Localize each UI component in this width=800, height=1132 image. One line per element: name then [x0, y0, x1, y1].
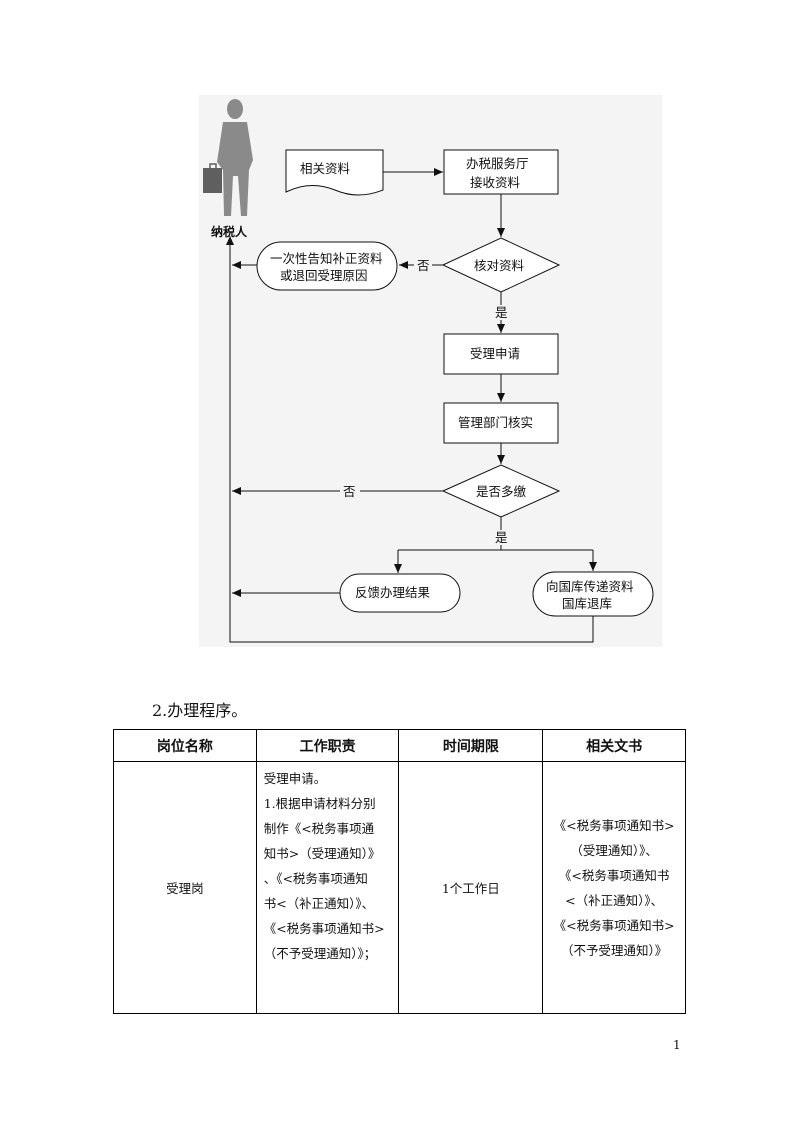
header-duties: 工作职责	[255, 729, 400, 762]
header-time-limit: 时间期限	[398, 729, 544, 762]
supplement-box	[256, 241, 398, 291]
document-line: <（补正通知）》、	[565, 892, 664, 908]
table-header-row: 岗位名称 工作职责 时间期限 相关文书	[113, 729, 686, 762]
page-number: 1	[673, 1038, 681, 1052]
flow-connectors	[226, 168, 597, 643]
document-line: （受理通知）》、	[570, 842, 658, 858]
overpaid-diamond	[441, 464, 561, 518]
document-line: 《<税务事项通知书	[558, 867, 670, 883]
duty-line: 、《<税务事项通知	[263, 871, 368, 886]
yes-label-2: 是	[495, 530, 508, 545]
docs-shape	[285, 149, 384, 196]
no-label-1: 否	[417, 258, 430, 273]
feedback-label: 反馈办理结果	[355, 585, 431, 600]
dept-verify-box	[443, 402, 559, 444]
cell-duties: 受理申请。 1.根据申请材料分别 制作《<税务事项通 知书>（受理通知）》 、《…	[255, 761, 400, 1014]
verify-docs-label: 核对资料	[474, 258, 525, 273]
flowchart: 纳税人 相关资料 办税服务厅 接收资料 核对资料 一次性告知补正资料 或退回受理…	[199, 95, 662, 647]
hall-receive-box	[443, 149, 559, 195]
duty-line: 1.根据申请材料分别	[263, 796, 376, 811]
procedure-table: 岗位名称 工作职责 时间期限 相关文书 受理岗 受理申请。 1.根据申请材料分别…	[113, 729, 686, 1014]
accept-application-label: 受理申请	[470, 346, 520, 361]
cell-time-limit: 1个工作日	[398, 761, 544, 1014]
flowchart-background	[199, 95, 662, 647]
taxpayer-label: 纳税人	[211, 224, 248, 239]
duty-line: 制作《<税务事项通	[263, 821, 375, 836]
cell-post: 受理岗	[113, 761, 257, 1014]
document-line: 《<税务事项通知书>	[553, 817, 675, 833]
taxpayer-figure-icon	[203, 99, 253, 216]
duty-line: 书<（补正通知）》、	[263, 896, 375, 911]
header-post: 岗位名称	[113, 729, 257, 762]
hall-receive-line1: 办税服务厅	[466, 156, 529, 171]
duty-line: 受理申请。	[263, 771, 327, 786]
docs-label: 相关资料	[300, 161, 351, 176]
treasury-line2: 国库退库	[562, 596, 612, 611]
treasury-line1: 向国库传递资料	[546, 579, 634, 594]
hall-receive-line2: 接收资料	[470, 175, 521, 190]
supplement-line1: 一次性告知补正资料	[270, 251, 383, 266]
duty-line: 《<税务事项通知书>	[263, 921, 385, 936]
duty-line: （不予受理通知）》；	[263, 946, 377, 961]
yes-label-1: 是	[495, 305, 508, 320]
section-title: 2.办理程序。	[152, 701, 248, 720]
duty-line: 知书>（受理通知）》	[263, 846, 381, 861]
no-label-2: 否	[343, 484, 356, 499]
verify-docs-diamond	[441, 237, 561, 293]
document-line: （不予受理通知）》	[560, 942, 668, 958]
overpaid-label: 是否多缴	[476, 484, 527, 499]
supplement-line2: 或退回受理原因	[280, 268, 368, 283]
document-line: 《<税务事项通知书>	[553, 917, 675, 933]
dept-verify-label: 管理部门核实	[458, 415, 533, 430]
accept-application-box	[443, 333, 559, 375]
header-documents: 相关文书	[542, 729, 686, 762]
cell-documents: 《<税务事项通知书> （受理通知）》、 《<税务事项通知书 <（补正通知）》、 …	[542, 761, 686, 1014]
table-row: 受理岗 受理申请。 1.根据申请材料分别 制作《<税务事项通 知书>（受理通知）…	[113, 761, 686, 1014]
